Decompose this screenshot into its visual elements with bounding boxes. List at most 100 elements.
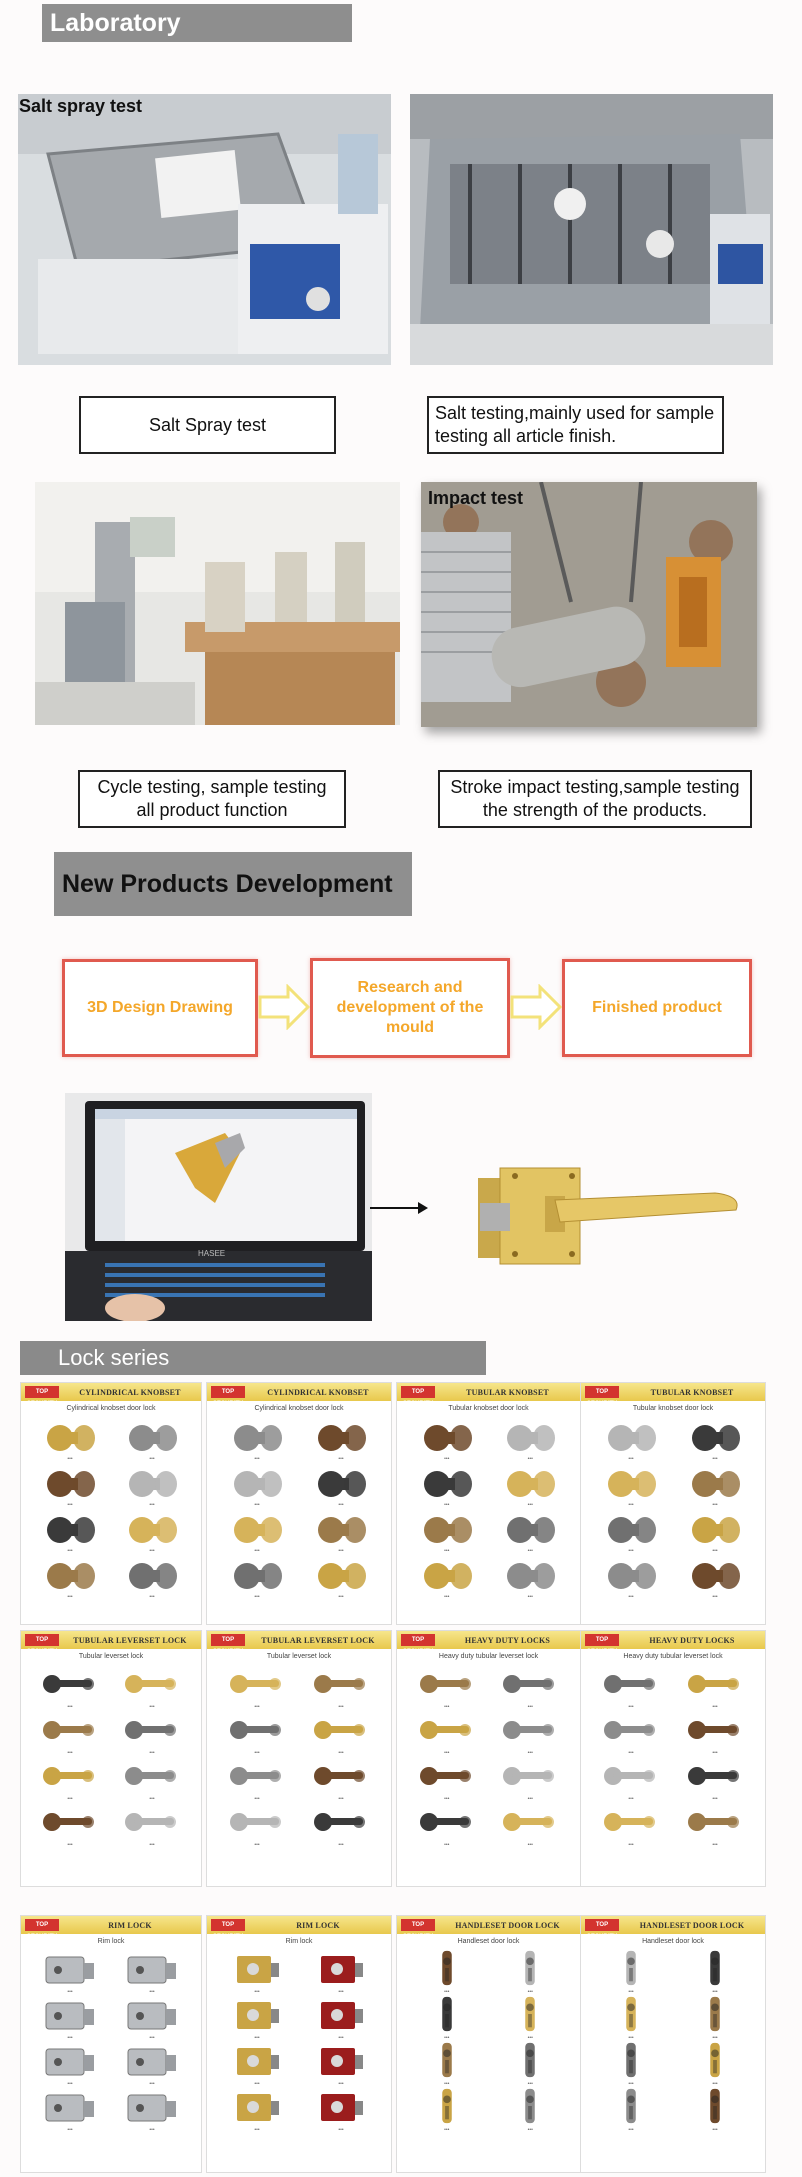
product-code: ••• xyxy=(712,2081,718,2087)
catalog-page-subtitle: Handleset door lock xyxy=(457,1938,520,1945)
product-code: ••• xyxy=(444,1842,450,1848)
catalog-product-image: ••• xyxy=(489,1462,573,1508)
product-code: ••• xyxy=(712,2127,718,2133)
product-code: ••• xyxy=(149,2081,155,2087)
product-code: ••• xyxy=(712,1456,718,1462)
caption-salt-testing: Salt testing,mainly used for sample test… xyxy=(427,396,724,454)
product-code: ••• xyxy=(527,1704,533,1710)
catalog-product-image: ••• xyxy=(299,1416,383,1462)
catalog-product-image: ••• xyxy=(405,2041,489,2087)
catalog-product-image: ••• xyxy=(589,1995,673,2041)
product-code: ••• xyxy=(628,1750,634,1756)
product-code: ••• xyxy=(149,1548,155,1554)
product-code: ••• xyxy=(67,1796,73,1802)
product-code: ••• xyxy=(712,1704,718,1710)
catalog-product-image: ••• xyxy=(673,2087,757,2133)
new-products-banner: New Products Development xyxy=(54,852,412,916)
catalog-product-image: ••• xyxy=(29,1995,111,2041)
flow-arrow-icon xyxy=(258,984,310,1030)
laptop-brand-label: HASEE xyxy=(198,1249,226,1258)
catalog-product-image: ••• xyxy=(405,1462,489,1508)
catalog-product-image: ••• xyxy=(489,1995,573,2041)
product-code: ••• xyxy=(444,2127,450,2133)
catalog-product-grid: •••••••••••••••••••••••• xyxy=(207,1660,391,1848)
product-code: ••• xyxy=(254,2035,260,2041)
product-code: ••• xyxy=(254,1502,260,1508)
catalog-product-image: ••• xyxy=(489,1664,573,1710)
product-code: ••• xyxy=(444,2081,450,2087)
catalog-product-image: ••• xyxy=(299,1462,383,1508)
catalog-product-grid: •••••••••••••••••••••••• xyxy=(581,1412,765,1600)
catalog-product-image: ••• xyxy=(111,1508,193,1554)
product-code: ••• xyxy=(527,2035,533,2041)
catalog-product-image: ••• xyxy=(589,1664,673,1710)
catalog-product-image: ••• xyxy=(673,1508,757,1554)
product-code: ••• xyxy=(254,2081,260,2087)
product-code: ••• xyxy=(628,2081,634,2087)
product-code: ••• xyxy=(254,2127,260,2133)
catalog-product-image: ••• xyxy=(673,1554,757,1600)
product-code: ••• xyxy=(338,2127,344,2133)
product-code: ••• xyxy=(254,1548,260,1554)
product-code: ••• xyxy=(149,1456,155,1462)
catalog-product-image: ••• xyxy=(405,2087,489,2133)
catalog-product-image: ••• xyxy=(111,1462,193,1508)
catalog-product-image: ••• xyxy=(299,1802,383,1848)
product-code: ••• xyxy=(527,2081,533,2087)
product-code: ••• xyxy=(628,1548,634,1554)
product-code: ••• xyxy=(712,1502,718,1508)
lock-series-banner: Lock series xyxy=(20,1341,486,1375)
catalog-page-subtitle: Tubular knobset door lock xyxy=(632,1405,714,1412)
catalog-product-image: ••• xyxy=(405,1710,489,1756)
catalog-product-image: ••• xyxy=(673,1462,757,1508)
catalog-product-image: ••• xyxy=(589,2041,673,2087)
product-code: ••• xyxy=(338,1750,344,1756)
catalog-product-image: ••• xyxy=(111,1554,193,1600)
product-code: ••• xyxy=(444,1502,450,1508)
catalog-product-image: ••• xyxy=(111,2041,193,2087)
catalog-product-image: ••• xyxy=(111,1802,193,1848)
catalog-product-grid: •••••••••••••••••••••••• xyxy=(397,1945,580,2133)
catalog-product-image: ••• xyxy=(29,1710,111,1756)
product-code: ••• xyxy=(338,1704,344,1710)
catalog-page-title: TUBULAR LEVERSET LOCK xyxy=(73,1635,187,1645)
product-code: ••• xyxy=(628,1796,634,1802)
product-code: ••• xyxy=(67,1502,73,1508)
catalog-product-image: ••• xyxy=(299,1949,383,1995)
product-code: ••• xyxy=(338,1548,344,1554)
product-code: ••• xyxy=(712,1989,718,1995)
catalog-product-image: ••• xyxy=(589,1554,673,1600)
product-code: ••• xyxy=(338,1989,344,1995)
product-code: ••• xyxy=(712,1842,718,1848)
catalog-product-image: ••• xyxy=(589,2087,673,2133)
catalog-product-image: ••• xyxy=(29,1949,111,1995)
catalog-product-image: ••• xyxy=(405,1756,489,1802)
laptop-3d-drawing-photo xyxy=(65,1093,372,1321)
product-code: ••• xyxy=(149,1796,155,1802)
catalog-logo: TOP SECURITY xyxy=(585,1919,619,1940)
product-code: ••• xyxy=(527,1750,533,1756)
product-code: ••• xyxy=(67,1456,73,1462)
catalog-product-grid: •••••••••••••••••••••••• xyxy=(21,1412,201,1600)
catalog-product-image: ••• xyxy=(489,2041,573,2087)
product-code: ••• xyxy=(67,2127,73,2133)
catalog-product-grid: •••••••••••••••••••••••• xyxy=(397,1660,580,1848)
product-code: ••• xyxy=(628,1502,634,1508)
catalog-page-title: HANDLESET DOOR LOCK xyxy=(455,1920,560,1930)
catalog-product-grid: •••••••••••••••••••••••• xyxy=(581,1945,765,2133)
product-code: ••• xyxy=(444,1796,450,1802)
catalog-product-image: ••• xyxy=(673,1756,757,1802)
catalog-page-title: RIM LOCK xyxy=(108,1920,152,1930)
product-code: ••• xyxy=(527,2127,533,2133)
catalog-product-image: ••• xyxy=(215,1802,299,1848)
catalog-product-image: ••• xyxy=(589,1508,673,1554)
catalog-product-image: ••• xyxy=(29,1508,111,1554)
product-code: ••• xyxy=(712,1796,718,1802)
catalog-product-image: ••• xyxy=(489,1416,573,1462)
catalog-page-subtitle: Tubular leverset lock xyxy=(266,1653,332,1660)
